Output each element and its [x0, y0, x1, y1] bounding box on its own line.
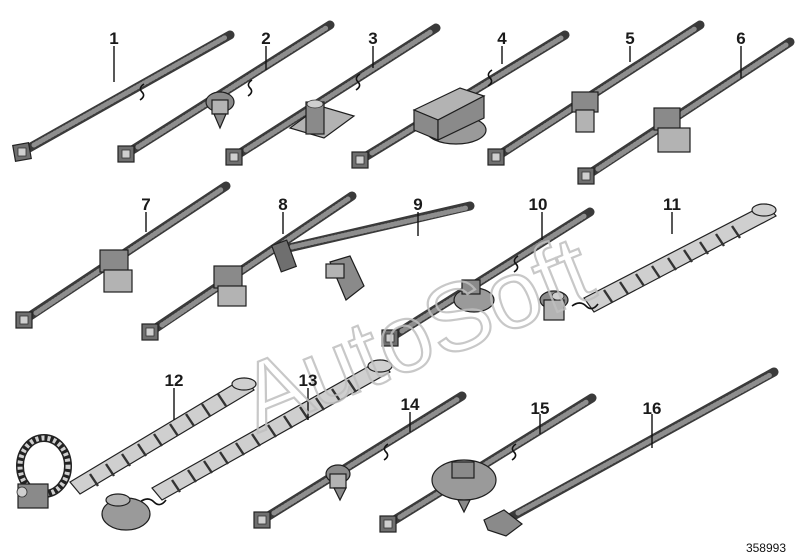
label-part-2: 2 [261, 29, 270, 48]
label-part-1: 1 [109, 29, 118, 48]
part-15-cable-tie-with-disc [379, 393, 597, 533]
label-part-14: 14 [401, 395, 420, 414]
label-part-3: 3 [368, 29, 377, 48]
part-13-ladder-strap-with-disc [101, 359, 393, 531]
part-14-cable-tie-with-clip [253, 391, 467, 529]
label-part-11: 11 [663, 195, 681, 214]
label-part-13: 13 [299, 371, 318, 390]
label-part-7: 7 [141, 195, 150, 214]
label-part-15: 15 [531, 399, 550, 418]
label-part-16: 16 [643, 399, 662, 418]
label-part-8: 8 [278, 195, 287, 214]
part-8-cable-tie-edge-clip [141, 191, 357, 341]
part-11-ladder-strap-with-anchor [539, 203, 777, 321]
part-9-cable-tie-angled-clip [270, 201, 475, 301]
part-1-cable-tie [12, 30, 235, 162]
part-16-cable-tie-with-rivet [483, 367, 779, 537]
part-7-cable-tie-edge-clip [15, 181, 231, 329]
label-part-10: 10 [529, 195, 548, 214]
break-mark [139, 83, 145, 101]
part-3-cable-tie-with-base [225, 23, 441, 166]
label-part-4: 4 [497, 29, 507, 48]
part-12-ladder-strap-loop [16, 377, 257, 509]
label-part-9: 9 [413, 195, 422, 214]
label-part-5: 5 [625, 29, 634, 48]
part-6-cable-tie-edge-clip [577, 37, 795, 185]
part-5-cable-tie-edge-clip [487, 20, 705, 166]
part-4-cable-tie-with-mount [351, 30, 570, 169]
label-part-12: 12 [165, 371, 184, 390]
label-part-6: 6 [736, 29, 745, 48]
document-number: 358993 [746, 541, 786, 555]
part-2-cable-tie-with-clip [117, 20, 335, 163]
part-10-cable-tie-with-disc [381, 207, 595, 347]
